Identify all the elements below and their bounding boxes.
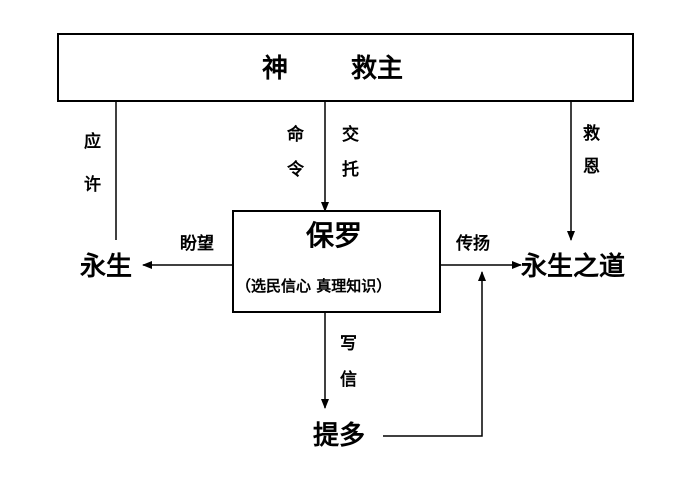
titus-return-arrow [383,271,486,437]
way-of-eternal-life-node: 永生之道 [521,252,626,282]
titus-node: 提多 [313,421,366,451]
hope-label: 盼望 [180,234,214,254]
entrust-label-1: 交 [342,125,359,145]
grace-label-2: 恩 [583,157,600,177]
paul-title: 保罗 [306,219,363,252]
entrust-label-2: 托 [342,160,359,180]
write-label-1: 写 [340,334,357,354]
paul-subtitle: （选民信心 真理知识） [236,277,392,295]
god-savior-box: 神 救主 [57,33,634,102]
grace-label-1: 救 [583,124,600,144]
paul-box: 保罗 （选民信心 真理知识） [232,210,441,313]
command-label-1: 命 [287,125,304,145]
promise-label-2: 许 [84,175,101,195]
write-label-2: 信 [340,370,357,390]
promise-label-1: 应 [84,132,101,152]
spread-label: 传扬 [456,234,490,254]
eternal-life-node: 永生 [80,252,133,282]
savior-label: 救主 [351,54,404,84]
god-label: 神 [262,54,289,84]
command-label-2: 令 [287,160,304,180]
